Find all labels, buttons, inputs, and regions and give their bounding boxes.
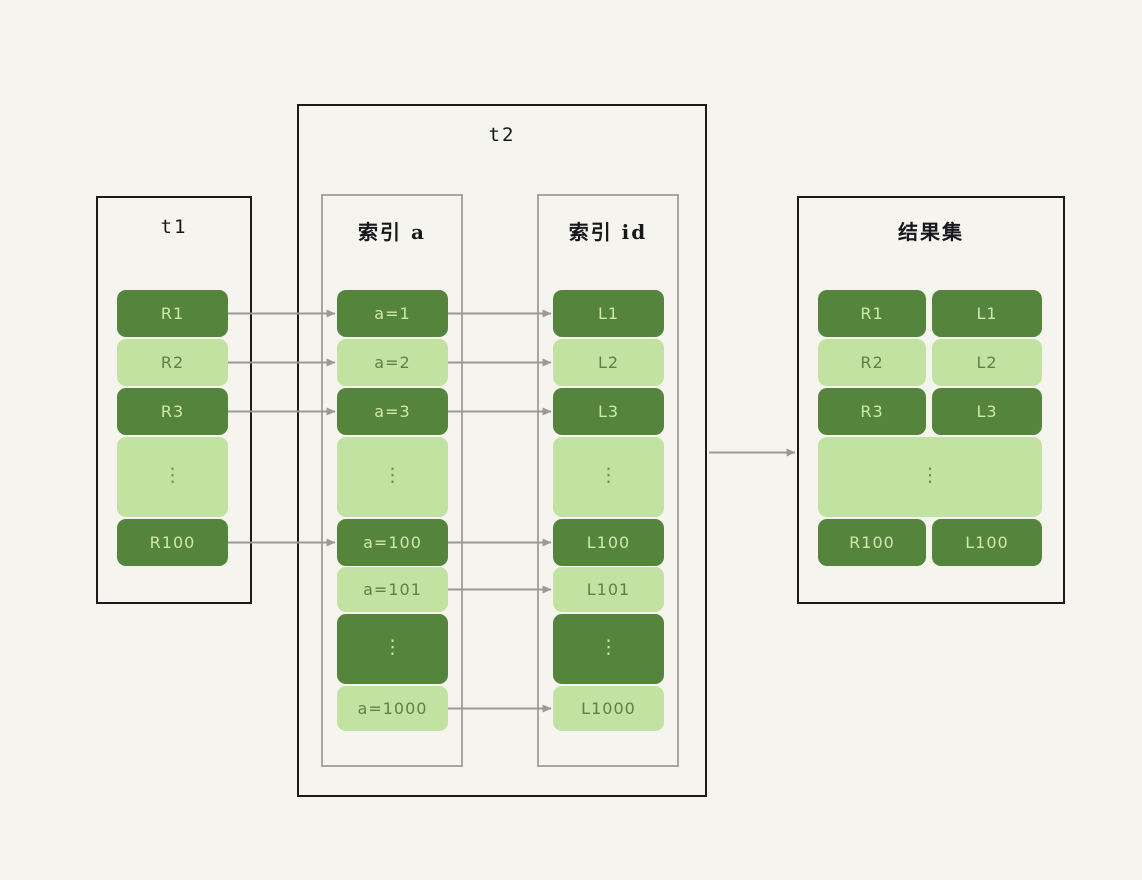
t1-cell-r2: R2	[117, 339, 228, 386]
container-index-a-title: 索引 a	[358, 220, 426, 244]
container-result-set-title: 结果集	[898, 220, 964, 244]
result-cell-l100-label: L100	[965, 533, 1009, 552]
result-cell-r3-label: R3	[860, 402, 884, 421]
result-cell-r2: R2	[818, 339, 926, 386]
t1-cell-ellipsis: ⋮	[117, 437, 228, 517]
index-a-cell-3-label: a=3	[374, 402, 411, 421]
index-id-cell-l3: L3	[553, 388, 664, 435]
index-id-cell-l2: L2	[553, 339, 664, 386]
index-id-cell-ellipsis-2: ⋮	[553, 614, 664, 684]
index-id-cell-l1: L1	[553, 290, 664, 337]
result-cell-l100: L100	[932, 519, 1042, 566]
index-id-cell-l1000: L1000	[553, 686, 664, 731]
index-a-cell-1000-label: a=1000	[357, 699, 428, 718]
result-cell-l1-label: L1	[976, 304, 998, 323]
result-cell-r100: R100	[818, 519, 926, 566]
t1-cell-ellipsis-label: ⋮	[163, 464, 182, 487]
result-cell-r1: R1	[818, 290, 926, 337]
container-t1-title: t1	[160, 216, 188, 238]
result-cell-r1-label: R1	[860, 304, 884, 323]
index-id-cell-l3-label: L3	[597, 402, 620, 421]
t1-cell-r3-label: R3	[160, 402, 185, 421]
index-a-cell-100: a=100	[337, 519, 448, 566]
index-a-cell-1-label: a=1	[374, 304, 411, 323]
result-cell-l3: L3	[932, 388, 1042, 435]
result-cell-ellipsis-label: ⋮	[920, 464, 940, 487]
result-cell-l1: L1	[932, 290, 1042, 337]
index-a-cell-101: a=101	[337, 567, 448, 612]
t1-cell-r2-label: R2	[160, 353, 185, 372]
result-cell-r3: R3	[818, 388, 926, 435]
result-cell-r100-label: R100	[849, 533, 895, 552]
index-a-cell-ellipsis-1: ⋮	[337, 437, 448, 517]
index-id-cell-ellipsis-1-label: ⋮	[599, 464, 618, 487]
t1-cell-r1-label: R1	[160, 304, 185, 323]
index-id-cell-l101-label: L101	[586, 580, 631, 599]
t1-cell-r1: R1	[117, 290, 228, 337]
container-t2-title: t2	[488, 124, 516, 146]
index-a-cell-ellipsis-2-label: ⋮	[383, 636, 402, 659]
index-a-cell-1: a=1	[337, 290, 448, 337]
index-a-cell-1000: a=1000	[337, 686, 448, 731]
index-id-cell-ellipsis-1: ⋮	[553, 437, 664, 517]
index-id-cell-ellipsis-2-label: ⋮	[599, 636, 618, 659]
index-id-cell-l1-label: L1	[597, 304, 620, 323]
index-a-cell-ellipsis-2: ⋮	[337, 614, 448, 684]
index-a-cell-100-label: a=100	[363, 533, 422, 552]
t1-cell-r100: R100	[117, 519, 228, 566]
t1-cell-r100-label: R100	[149, 533, 196, 552]
index-a-cell-2: a=2	[337, 339, 448, 386]
result-cell-r2-label: R2	[860, 353, 884, 372]
index-id-cell-l1000-label: L1000	[581, 699, 636, 718]
index-a-cell-3: a=3	[337, 388, 448, 435]
result-cell-l3-label: L3	[976, 402, 998, 421]
index-id-cell-l100-label: L100	[586, 533, 631, 552]
index-id-cell-l2-label: L2	[597, 353, 620, 372]
result-cell-ellipsis: ⋮	[818, 437, 1042, 517]
t1-cell-r3: R3	[117, 388, 228, 435]
index-id-cell-l100: L100	[553, 519, 664, 566]
index-a-cell-ellipsis-1-label: ⋮	[383, 464, 402, 487]
container-index-id-title: 索引 id	[568, 220, 648, 244]
result-cell-l2: L2	[932, 339, 1042, 386]
index-id-cell-l101: L101	[553, 567, 664, 612]
index-a-cell-2-label: a=2	[374, 353, 411, 372]
result-cell-l2-label: L2	[976, 353, 998, 372]
index-a-cell-101-label: a=101	[363, 580, 422, 599]
